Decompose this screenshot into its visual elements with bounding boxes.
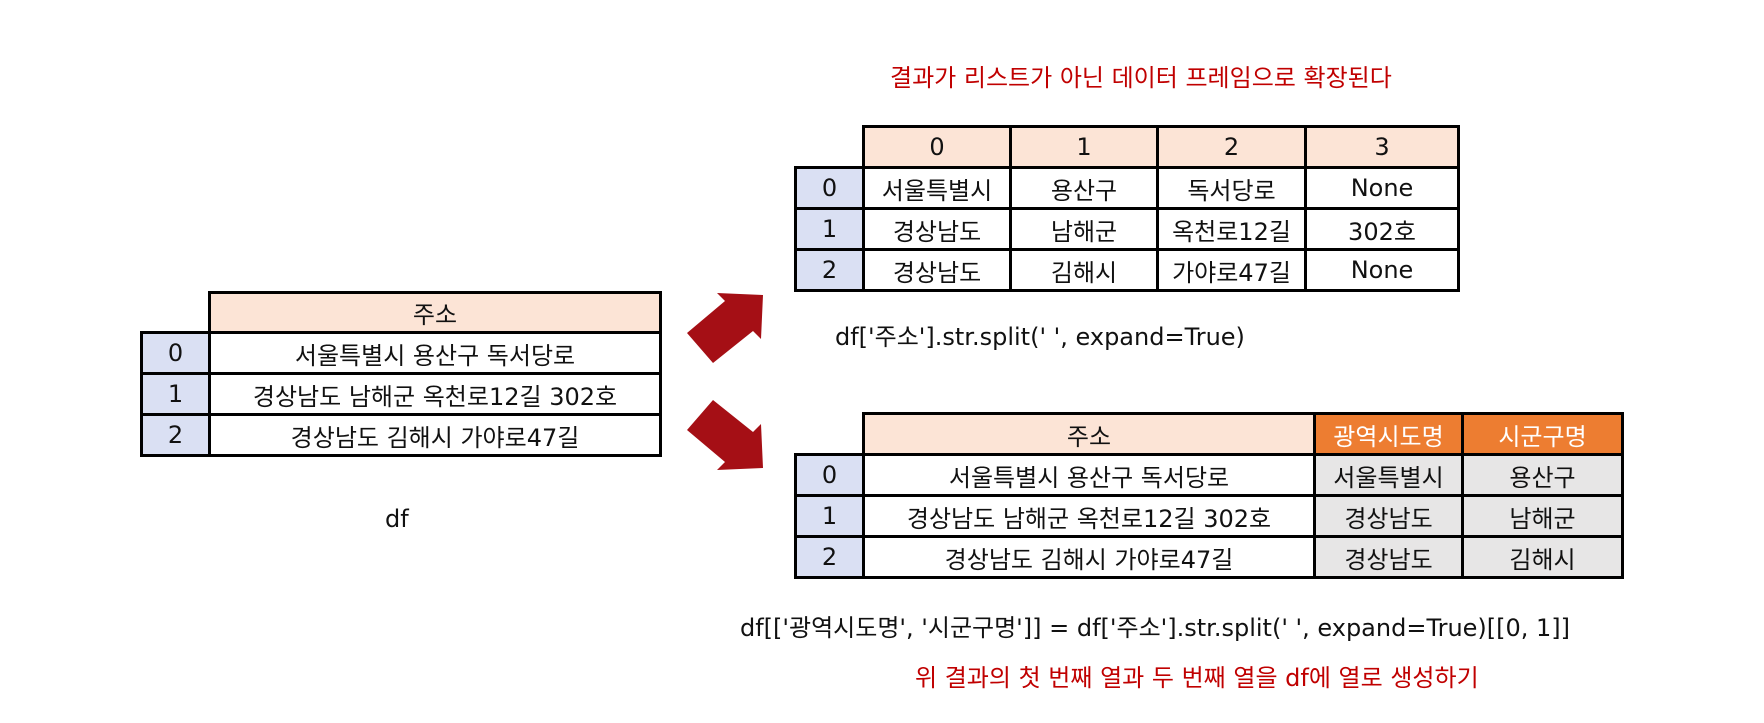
corner-cell — [141, 292, 211, 334]
arrow-up-right-icon — [687, 293, 763, 363]
table-cell: None — [1304, 248, 1460, 292]
table-cell: None — [1304, 166, 1460, 210]
address-cell: 서울특별시 용산구 독서당로 — [862, 453, 1316, 497]
column-header-address: 주소 — [208, 291, 662, 334]
df-with-new-columns-table: 주소 광역시도명 시군구명 0 서울특별시 용산구 독서당로 서울특별시 용산구… — [794, 412, 1624, 579]
column-header: 2 — [1156, 125, 1307, 169]
split-code-caption: df['주소'].str.split(' ', expand=True) — [835, 323, 1245, 351]
column-header-address: 주소 — [862, 412, 1316, 456]
expand-result-note: 결과가 리스트가 아닌 데이터 프레임으로 확장된다 — [890, 64, 1392, 92]
row-index: 1 — [794, 494, 865, 538]
column-header: 0 — [862, 125, 1012, 169]
table-cell: 용산구 — [1009, 166, 1159, 210]
column-header-new-province: 광역시도명 — [1313, 412, 1464, 456]
address-cell: 서울특별시 용산구 독서당로 — [208, 331, 662, 375]
left-dataframe-table: 주소 0 서울특별시 용산구 독서당로 1 경상남도 남해군 옥천로12길 30… — [140, 291, 662, 457]
split-result-table: 0 1 2 3 0 서울특별시 용산구 독서당로 None 1 경상남도 남해군… — [794, 125, 1460, 292]
address-cell: 경상남도 김해시 가야로47길 — [208, 413, 662, 457]
row-index: 1 — [140, 372, 211, 416]
column-header: 3 — [1304, 125, 1460, 169]
table-cell: 경상남도 — [862, 207, 1012, 251]
table-cell: 서울특별시 — [862, 166, 1012, 210]
left-table-caption: df — [385, 505, 409, 533]
district-cell: 용산구 — [1461, 453, 1624, 497]
row-index: 2 — [794, 535, 865, 579]
column-header-new-district: 시군구명 — [1461, 412, 1624, 456]
arrow-down-right-icon — [687, 400, 763, 470]
table-cell: 가야로47길 — [1156, 248, 1307, 292]
district-cell: 김해시 — [1461, 535, 1624, 579]
province-cell: 경상남도 — [1313, 494, 1464, 538]
new-columns-note: 위 결과의 첫 번째 열과 두 번째 열을 df에 열로 생성하기 — [915, 664, 1479, 692]
province-cell: 경상남도 — [1313, 535, 1464, 579]
row-index: 0 — [140, 331, 211, 375]
province-cell: 서울특별시 — [1313, 453, 1464, 497]
row-index: 2 — [140, 413, 211, 457]
table-cell: 302호 — [1304, 207, 1460, 251]
table-cell: 옥천로12길 — [1156, 207, 1307, 251]
row-index: 0 — [794, 166, 865, 210]
address-cell: 경상남도 김해시 가야로47길 — [862, 535, 1316, 579]
district-cell: 남해군 — [1461, 494, 1624, 538]
row-index: 2 — [794, 248, 865, 292]
table-cell: 경상남도 — [862, 248, 1012, 292]
corner-cell — [795, 413, 865, 456]
address-cell: 경상남도 남해군 옥천로12길 302호 — [208, 372, 662, 416]
assign-code-caption: df[['광역시도명', '시군구명']] = df['주소'].str.spl… — [740, 614, 1571, 642]
address-cell: 경상남도 남해군 옥천로12길 302호 — [862, 494, 1316, 538]
table-cell: 독서당로 — [1156, 166, 1307, 210]
row-index: 0 — [794, 453, 865, 497]
table-cell: 김해시 — [1009, 248, 1159, 292]
row-index: 1 — [794, 207, 865, 251]
corner-cell — [795, 126, 865, 169]
table-cell: 남해군 — [1009, 207, 1159, 251]
column-header: 1 — [1009, 125, 1159, 169]
